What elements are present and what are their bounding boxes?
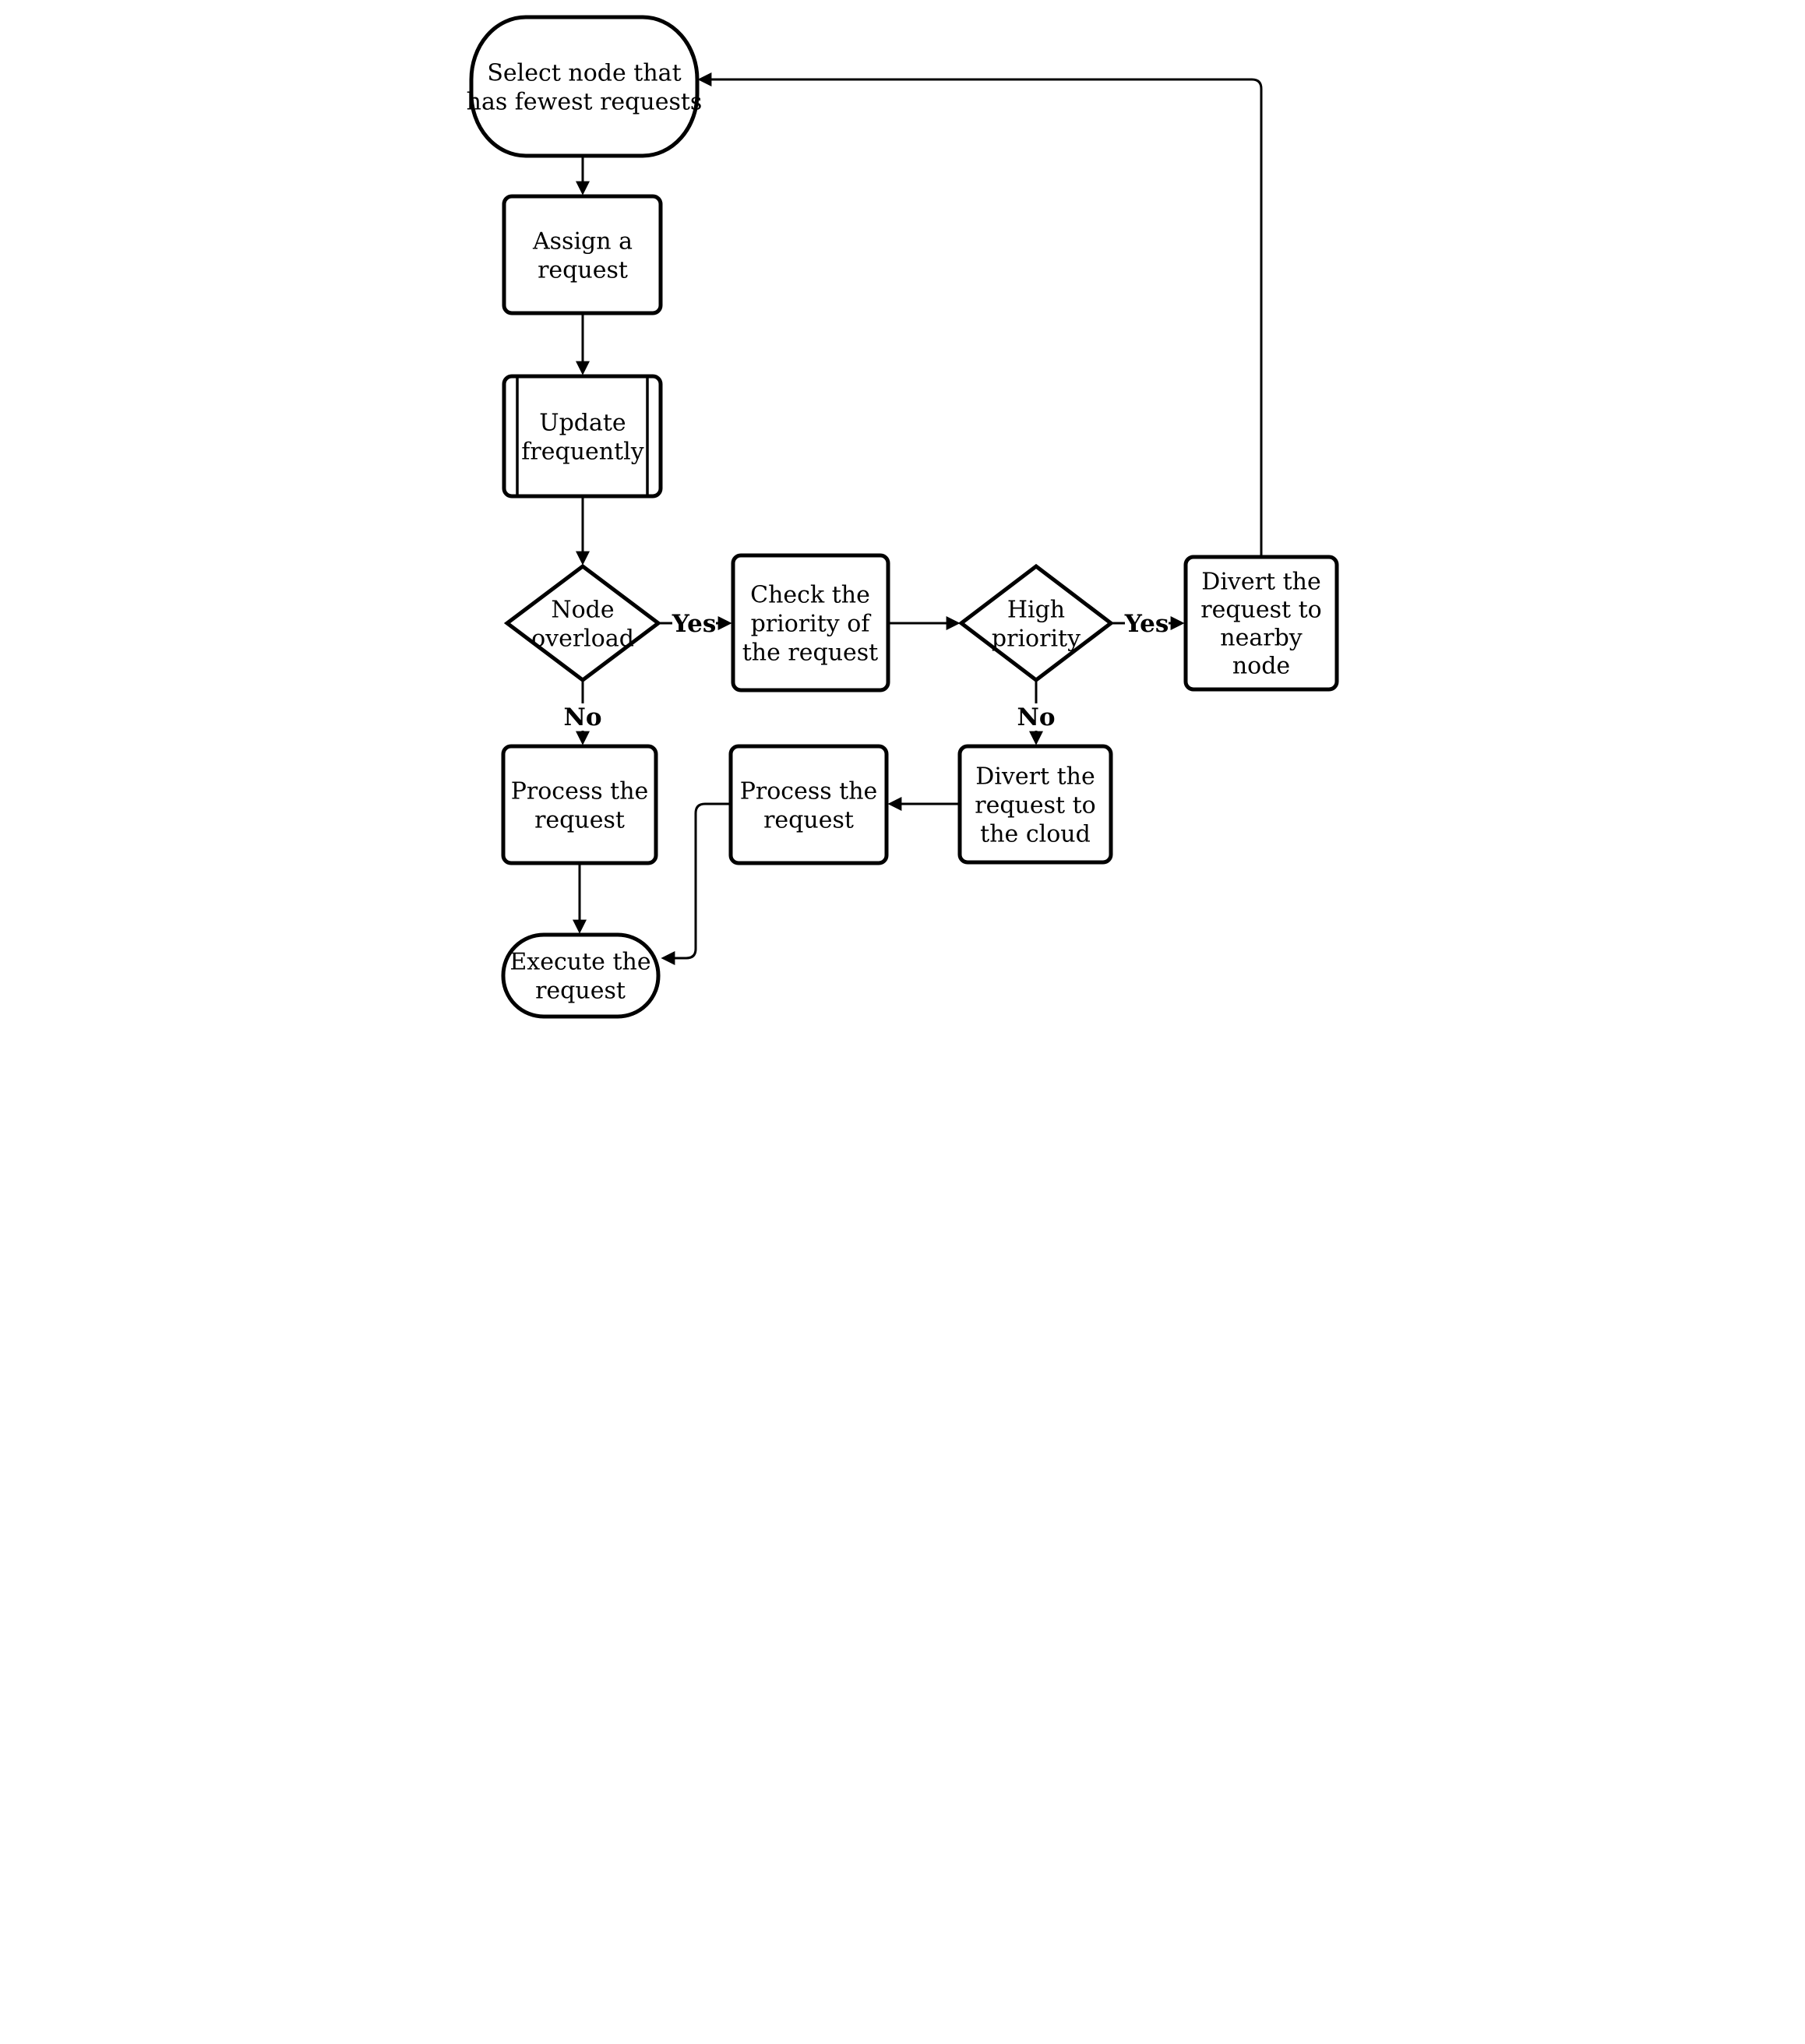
edge-label-yes-node-overload: Yes: [671, 610, 716, 638]
flowchart-diagram: Yes Yes No No Select node that has fewes…: [466, 15, 1338, 1019]
node-text-line: High: [1006, 597, 1064, 624]
node-text-line: frequently: [521, 439, 643, 466]
node-text-line: Execute the: [509, 949, 650, 976]
edge-divert-nearby-to-start: [696, 72, 1262, 557]
node-text-line: overload: [531, 626, 634, 653]
node-text-line: has fewest requests: [466, 89, 702, 116]
node-node-overload-decision: Node overload: [503, 563, 661, 683]
edge-process-request-mid-to-execute: [660, 802, 731, 965]
node-text-line: request: [538, 257, 628, 284]
node-process-request-mid: Process the request: [728, 744, 888, 865]
process-shape: [1183, 555, 1338, 692]
node-text-line: Assign a: [532, 228, 633, 256]
node-text-line: Check the: [750, 582, 870, 609]
process-shape: [731, 553, 890, 692]
node-text-line: Process the: [510, 778, 648, 805]
node-process-request-left: Process the request: [501, 744, 657, 865]
process-shape: [501, 744, 657, 865]
edge-label-bg: [1124, 610, 1169, 636]
node-check-priority: Check the priority of the request: [731, 553, 890, 692]
terminator-shape: [501, 932, 660, 1019]
decision-shape: [957, 563, 1114, 683]
node-text-line: request to: [975, 792, 1095, 819]
node-text-line: request: [763, 807, 854, 834]
node-assign-request: Assign a request: [502, 194, 662, 315]
node-text-line: Divert the: [1201, 569, 1320, 596]
node-text-line: the request: [742, 640, 878, 667]
node-text-line: priority: [991, 626, 1080, 653]
process-shape: [728, 744, 888, 865]
edge-label-yes: Yes: [1123, 610, 1169, 638]
node-text-line: Process the: [739, 778, 877, 805]
node-text-line: Divert the: [975, 763, 1095, 791]
edge-label-yes: Yes: [671, 610, 716, 638]
node-start-terminator: Select node that has fewest requests: [466, 15, 702, 158]
node-text-line: request: [535, 978, 626, 1005]
edge-label-bg: [1017, 704, 1055, 730]
node-text-line: nearby: [1220, 625, 1303, 652]
edge-label-no-high-priority: No: [1017, 703, 1055, 731]
process-shape: [957, 744, 1112, 865]
edge-label-no: No: [1017, 703, 1055, 731]
node-execute-request-terminator: Execute the request: [501, 932, 660, 1019]
node-text-line: Node: [551, 597, 614, 624]
terminator-shape: [469, 15, 699, 158]
predefined-process-shape: [502, 374, 662, 499]
node-text-line: the cloud: [980, 821, 1091, 848]
node-high-priority-decision: High priority: [957, 563, 1114, 683]
decision-shape: [503, 563, 661, 683]
node-divert-cloud: Divert the request to the cloud: [957, 744, 1112, 865]
node-text-line: Select node that: [487, 60, 681, 87]
edge-label-bg: [563, 704, 601, 730]
flowchart-page: Yes Yes No No Select node that has fewes…: [452, 0, 1354, 1022]
edge-label-no: No: [563, 703, 601, 731]
node-divert-nearby: Divert the request to nearby node: [1183, 555, 1338, 692]
edges: [572, 72, 1262, 965]
node-text-line: node: [1232, 653, 1289, 680]
node-text-line: priority of: [750, 611, 871, 638]
node-text-line: request: [534, 807, 625, 834]
edge-label-no-node-overload: No: [563, 703, 601, 731]
node-text-line: request to: [1200, 597, 1321, 624]
node-update-frequently: Update frequently: [502, 374, 662, 499]
edge-label-bg: [672, 610, 716, 636]
process-shape: [502, 194, 662, 315]
node-text-line: Update: [539, 410, 626, 437]
edge-label-yes-high-priority: Yes: [1123, 610, 1169, 638]
